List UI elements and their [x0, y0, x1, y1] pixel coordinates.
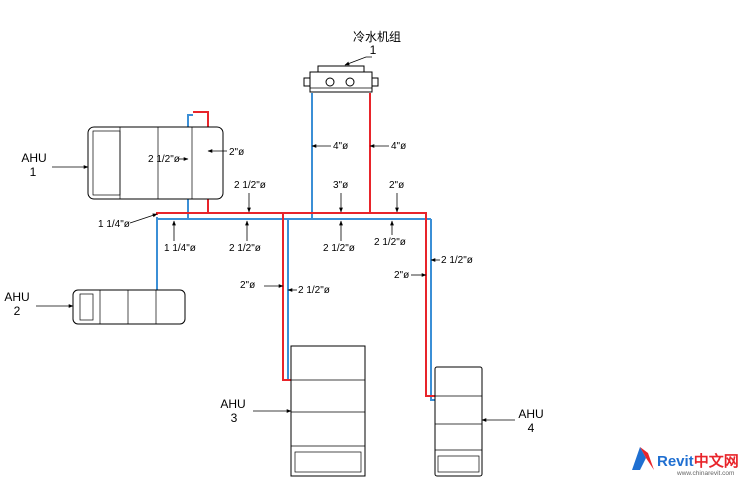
chiller-unit [303, 65, 379, 93]
equipment-tags: 冷水机组 1 AHU 1 AHU 2 AHU 3 AHU 4 [4, 30, 543, 435]
size-main-lower-b: 2 1/2"ø [229, 243, 261, 254]
size-ahu4-supply: 2"ø [394, 270, 409, 281]
ahu3-supply-pipe [282, 213, 291, 381]
pipe-size-labels: 4"ø 4"ø 2"ø 2 1/2"ø 1 1/4"ø 2 1/2"ø 3"ø … [98, 141, 473, 296]
chiller-tag-line1: 冷水机组 [353, 30, 401, 44]
watermark-url: www.chinarevit.com [676, 470, 734, 477]
ahu4-tag-line2: 4 [528, 421, 535, 435]
ahu3-tag-line2: 3 [231, 411, 238, 425]
ahu4-return-pipe [430, 219, 435, 401]
size-ahu1-return: 2 1/2"ø [148, 154, 180, 165]
ahu2-unit [72, 289, 186, 325]
size-chiller-supply: 4"ø [391, 141, 406, 152]
ahu1-tag-line2: 1 [30, 165, 37, 179]
size-main-lower-a: 1 1/4"ø [164, 243, 196, 254]
size-chiller-return: 4"ø [333, 141, 348, 152]
size-ahu1-branch: 1 1/4"ø [98, 219, 130, 230]
watermark-brand: Revit中文网 [657, 452, 739, 470]
size-main-lower-c: 2 1/2"ø [323, 243, 355, 254]
ahu2-tag-line2: 2 [14, 304, 21, 318]
size-main-lower-d: 2 1/2"ø [374, 237, 406, 248]
watermark-brand-cn: 中文网 [694, 452, 739, 470]
supply-main-pipe [156, 212, 427, 218]
size-ahu4-return: 2 1/2"ø [441, 255, 473, 266]
watermark-logo: Revit中文网 www.chinarevit.com [632, 447, 739, 477]
size-main-upper-a: 2 1/2"ø [234, 180, 266, 191]
ahu2-tag-line1: AHU [4, 290, 29, 304]
ahu3-tag-line1: AHU [220, 397, 245, 411]
size-main-upper-c: 2"ø [389, 180, 404, 191]
ahu1-unit [87, 126, 224, 200]
size-main-upper-b: 3"ø [333, 180, 348, 191]
ahu1-tag-line1: AHU [21, 151, 46, 165]
supply-pipes [156, 93, 435, 397]
ahu4-tag-line1: AHU [518, 407, 543, 421]
ahu4-unit [434, 366, 483, 477]
revit-logo-icon [632, 447, 654, 470]
ahu4-supply-pipe [425, 218, 435, 397]
size-ahu1-supply: 2"ø [229, 147, 244, 158]
ahu3-unit [290, 345, 366, 477]
size-ahu3-supply: 2"ø [240, 280, 255, 291]
watermark-brand-latin: Revit [657, 453, 694, 470]
size-ahu3-return: 2 1/2"ø [298, 285, 330, 296]
chiller-tag-line2: 1 [370, 43, 377, 57]
